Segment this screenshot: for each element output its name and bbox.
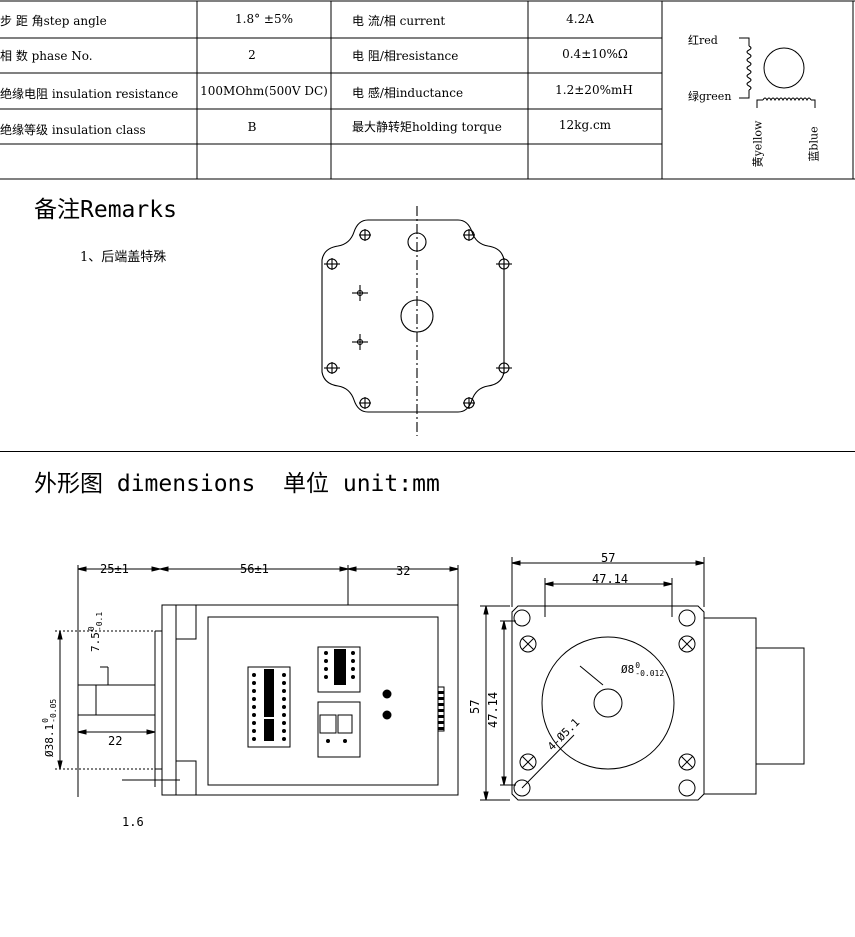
spec-label-step-angle: 步 距 角step angle xyxy=(0,14,107,28)
spec-value-resistance: 0.4±10%Ω xyxy=(562,47,628,61)
dim-boss-tol-dn: -0.05 xyxy=(49,698,58,723)
remarks-section: 备注Remarks 1、后端盖特殊 xyxy=(0,180,855,452)
dim-key-tol-dn: -0.1 xyxy=(95,611,104,632)
dim-boss-main: Ø38.1 xyxy=(43,723,56,757)
spec-value-step-angle: 1.8° ±5% xyxy=(235,12,293,26)
remarks-note: 1、后端盖特殊 xyxy=(80,250,167,265)
spec-value-insulation-class: B xyxy=(247,120,257,134)
dim-25: 25±1 xyxy=(100,562,129,576)
spec-label-current: 电 流/相 current xyxy=(352,14,446,28)
spec-table-grid xyxy=(0,0,855,180)
spec-table: 步 距 角step angle 1.8° ±5% 电 流/相 current 4… xyxy=(0,0,855,180)
wire-yellow-label: 黄yellow xyxy=(751,120,765,168)
spec-value-holding-torque: 12kg.cm xyxy=(558,118,612,132)
spec-label-holding-torque: 最大静转矩holding torque xyxy=(352,120,502,134)
spec-label-resistance: 电 阻/相resistance xyxy=(352,49,459,63)
dim-shaft-tol-up: 0 xyxy=(635,661,641,670)
wire-blue-label: 蓝blue xyxy=(807,126,821,162)
wiring-diagram xyxy=(739,37,816,108)
dim-22: 22 xyxy=(108,734,123,748)
spec-label-inductance: 电 感/相inductance xyxy=(352,86,464,100)
dim-shaft-main: Ø8 xyxy=(621,663,635,676)
dimensions-title: 外形图 dimensions 单位 unit:mm xyxy=(34,471,440,497)
spec-value-phase: 2 xyxy=(248,48,256,62)
spec-label-phase: 相 数 phase No. xyxy=(0,49,93,63)
dimensions-section: 外形图 dimensions 单位 unit:mm xyxy=(0,452,855,855)
dim-56: 56±1 xyxy=(240,562,269,576)
dim-key-main: 7.5 xyxy=(89,632,102,652)
dim-47-14-top: 47.14 xyxy=(592,572,629,586)
rear-cover-drawing xyxy=(321,206,512,436)
wire-green-label: 绿green xyxy=(688,90,732,103)
spec-value-inductance: 1.2±20%mH xyxy=(555,83,633,97)
wire-red-label: 红red xyxy=(688,34,718,47)
side-view-drawing xyxy=(55,565,459,797)
spec-value-current: 4.2A xyxy=(566,12,594,26)
spec-label-insulation-resistance: 绝缘电阻 insulation resistance xyxy=(0,87,179,101)
dim-32: 32 xyxy=(396,564,411,578)
spec-label-insulation-class: 绝缘等级 insulation class xyxy=(0,123,146,137)
section-divider xyxy=(0,451,855,452)
dim-1-6: 1.6 xyxy=(122,815,144,829)
front-view-drawing xyxy=(480,557,805,801)
spec-value-insulation-resistance: 100MOhm(500V DC) xyxy=(200,84,328,98)
dim-57-side: 57 xyxy=(468,699,482,714)
remarks-title: 备注Remarks xyxy=(34,197,177,223)
dim-shaft-tol-dn: -0.012 xyxy=(635,669,665,678)
dim-47-14-side: 47.14 xyxy=(486,691,500,728)
dim-57-top: 57 xyxy=(601,551,616,565)
